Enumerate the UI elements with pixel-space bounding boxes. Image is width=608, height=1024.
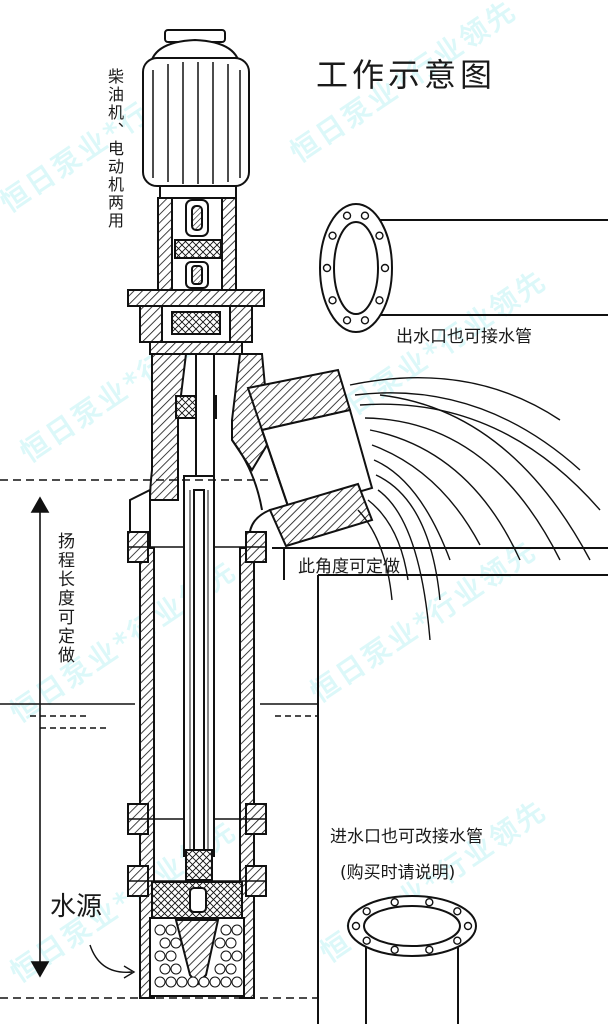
pump-body — [129, 353, 272, 549]
strainer-ball — [231, 976, 243, 988]
inlet-flange-bolts — [351, 898, 473, 954]
flange-bolt — [453, 936, 462, 945]
head-arrow — [30, 496, 50, 978]
flange-bolt — [390, 898, 399, 907]
flange-bolt — [328, 231, 337, 240]
strainer-ball — [159, 937, 171, 949]
outlet-note: 出水口也可接水管 — [396, 327, 532, 347]
source-pointer — [89, 944, 133, 973]
strainer-ball — [165, 950, 177, 962]
strainer-ball — [231, 924, 243, 936]
strainer-ball — [198, 976, 210, 988]
tank-structure — [272, 547, 608, 1024]
inlet-note: 进水口也可改接水管 — [330, 827, 483, 847]
bearing-housing — [127, 289, 265, 355]
flange-bolt — [322, 263, 332, 273]
outlet-flange-bolts — [322, 211, 390, 325]
strainer-ball — [159, 963, 171, 975]
strainer-ball — [165, 976, 177, 988]
strainer-ball — [170, 937, 182, 949]
flange-bolt — [342, 211, 352, 220]
head-length-note: 扬程长度可定做 — [54, 532, 74, 665]
water-level — [0, 479, 318, 999]
flange-bolt — [362, 936, 371, 945]
flange-bolt — [342, 316, 352, 325]
flange-bolt — [390, 945, 399, 954]
strainer-ball — [220, 950, 232, 962]
strainer-ball — [154, 950, 166, 962]
strainer-ball — [154, 976, 166, 988]
source-pointer-head — [123, 965, 136, 979]
coupling-bracket — [157, 197, 237, 291]
strainer-ball — [214, 937, 226, 949]
strainer-ball — [154, 924, 166, 936]
strainer-ball — [165, 924, 177, 936]
flange-bolt — [360, 316, 370, 325]
flange-bolt — [328, 296, 337, 305]
flange-bolt — [351, 921, 361, 931]
strainer-ball — [214, 963, 226, 975]
inlet-flange — [347, 895, 477, 1024]
flange-bolt — [380, 263, 390, 273]
flange-bolt — [362, 907, 371, 916]
strainer-ball — [231, 950, 243, 962]
strainer-ball — [225, 963, 237, 975]
strainer-ball — [225, 937, 237, 949]
shaft-tube — [183, 475, 215, 881]
strainer-ball — [209, 976, 221, 988]
motor — [142, 29, 250, 199]
strainer-ball — [220, 976, 232, 988]
power-source-label: 柴油机、电动机两用 — [105, 68, 124, 230]
strainer-ball — [170, 963, 182, 975]
diagram-title: 工作示意图 — [316, 56, 497, 94]
flange-bolt — [375, 296, 384, 305]
flange-bolt — [360, 211, 370, 220]
outlet-flange — [319, 203, 608, 333]
flange-bolt — [463, 921, 473, 931]
column-pipe — [127, 531, 267, 999]
flange-bolt — [425, 898, 434, 907]
discharge-outlet — [246, 368, 374, 548]
flange-bolt — [425, 945, 434, 954]
flange-bolt — [453, 907, 462, 916]
angle-note: 此角度可定做 — [298, 557, 400, 577]
water-source-label: 水源 — [50, 892, 103, 922]
water-spray — [349, 377, 601, 641]
strainer-balls — [154, 924, 243, 988]
strainer-ball — [187, 976, 199, 988]
strainer-ball — [220, 924, 232, 936]
flange-bolt — [375, 231, 384, 240]
strainer-ball — [176, 976, 188, 988]
inlet-note-sub: (购买时请说明) — [340, 863, 456, 883]
